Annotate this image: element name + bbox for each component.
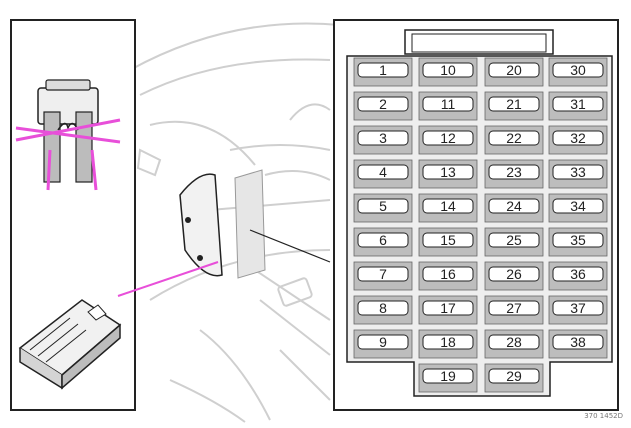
fuse-slot-11: 11: [418, 91, 478, 121]
fuse-slot-18: 18: [418, 329, 478, 359]
fuse-slot-4: 4: [353, 159, 413, 189]
fuse-number: 29: [506, 368, 522, 384]
fuse-number: 26: [506, 266, 522, 282]
fuse-number: 6: [379, 232, 387, 248]
fuse-slot-37: 37: [548, 295, 608, 325]
fuse-slot-25: 25: [484, 227, 544, 257]
fuse-number: 7: [379, 266, 387, 282]
fuse-slot-34: 34: [548, 193, 608, 223]
fuse-number: 33: [570, 164, 586, 180]
fuse-number: 9: [379, 334, 387, 350]
fuse-slot-16: 16: [418, 261, 478, 291]
fuse-number: 25: [506, 232, 522, 248]
fuse-slot-17: 17: [418, 295, 478, 325]
fuse-slot-10: 10: [418, 57, 478, 87]
fuse-number: 28: [506, 334, 522, 350]
fuse-slot-19: 19: [418, 363, 478, 393]
fuse-number: 36: [570, 266, 586, 282]
fuse-slot-29: 29: [484, 363, 544, 393]
fuse-number: 31: [570, 96, 586, 112]
fuse-slot-30: 30: [548, 57, 608, 87]
fuse-slot-36: 36: [548, 261, 608, 291]
fuse-slot-33: 33: [548, 159, 608, 189]
fuse-slot-15: 15: [418, 227, 478, 257]
fuse-slot-28: 28: [484, 329, 544, 359]
fuse-number: 19: [440, 368, 456, 384]
fuse-slot-38: 38: [548, 329, 608, 359]
fuse-number: 11: [441, 96, 456, 112]
fuse-number: 21: [506, 96, 522, 112]
fuse-slot-22: 22: [484, 125, 544, 155]
fuse-icon: [15, 79, 121, 191]
fuse-slot-32: 32: [548, 125, 608, 155]
fuse-number: 38: [570, 334, 586, 350]
fuse-number: 35: [570, 232, 586, 248]
fuse-number: 22: [506, 130, 522, 146]
fuse-box-panel: 1234567891011121314151617181920212223242…: [333, 19, 619, 411]
fuse-number: 16: [440, 266, 456, 282]
fuse-number: 34: [570, 198, 586, 214]
fuse-box-outline: [346, 55, 613, 397]
callout-line: [249, 229, 331, 263]
fuse-number: 32: [570, 130, 586, 146]
fuse-slot-20: 20: [484, 57, 544, 87]
fuse-number: 12: [440, 130, 456, 146]
fuse-slot-7: 7: [353, 261, 413, 291]
fuse-slot-14: 14: [418, 193, 478, 223]
fuse-slot-21: 21: [484, 91, 544, 121]
location-pointer: [117, 261, 219, 297]
fuse-number: 37: [570, 300, 586, 316]
fuse-number: 3: [379, 130, 387, 146]
fuse-number: 1: [379, 62, 387, 78]
fuse-slot-24: 24: [484, 193, 544, 223]
fuse-puller-icon: [18, 299, 122, 390]
fuse-slot-5: 5: [353, 193, 413, 223]
fuse-number: 8: [379, 300, 387, 316]
fuse-slot-26: 26: [484, 261, 544, 291]
car-interior-illustration: [129, 22, 341, 423]
fuse-number: 5: [379, 198, 387, 214]
fuse-number: 23: [506, 164, 522, 180]
fuse-number: 20: [506, 62, 522, 78]
fuse-slot-31: 31: [548, 91, 608, 121]
fuse-slot-6: 6: [353, 227, 413, 257]
fuse-number: 4: [379, 164, 387, 180]
fuse-number: 18: [440, 334, 456, 350]
fuse-panel-cover: [179, 169, 331, 279]
fuse-number: 14: [440, 198, 456, 214]
fuse-number: 27: [506, 300, 522, 316]
fuse-slot-13: 13: [418, 159, 478, 189]
fuse-slot-1: 1: [353, 57, 413, 87]
fuse-slot-35: 35: [548, 227, 608, 257]
fuse-number: 2: [379, 96, 387, 112]
image-code: 370 1452D: [584, 412, 623, 420]
fuse-slot-3: 3: [353, 125, 413, 155]
fuse-slot-12: 12: [418, 125, 478, 155]
fuse-slot-23: 23: [484, 159, 544, 189]
fuse-slots: 1234567891011121314151617181920212223242…: [353, 57, 608, 393]
fuse-number: 30: [570, 62, 586, 78]
fuse-number: 15: [440, 232, 456, 248]
fuse-number: 17: [440, 300, 456, 316]
fuse-number: 10: [440, 62, 456, 78]
fuse-number: 24: [506, 198, 522, 214]
fuse-slot-8: 8: [353, 295, 413, 325]
fuse-slot-9: 9: [353, 329, 413, 359]
fuse-slot-27: 27: [484, 295, 544, 325]
fuse-detail-panel: [10, 19, 219, 411]
fuse-slot-2: 2: [353, 91, 413, 121]
fuse-number: 13: [440, 164, 456, 180]
